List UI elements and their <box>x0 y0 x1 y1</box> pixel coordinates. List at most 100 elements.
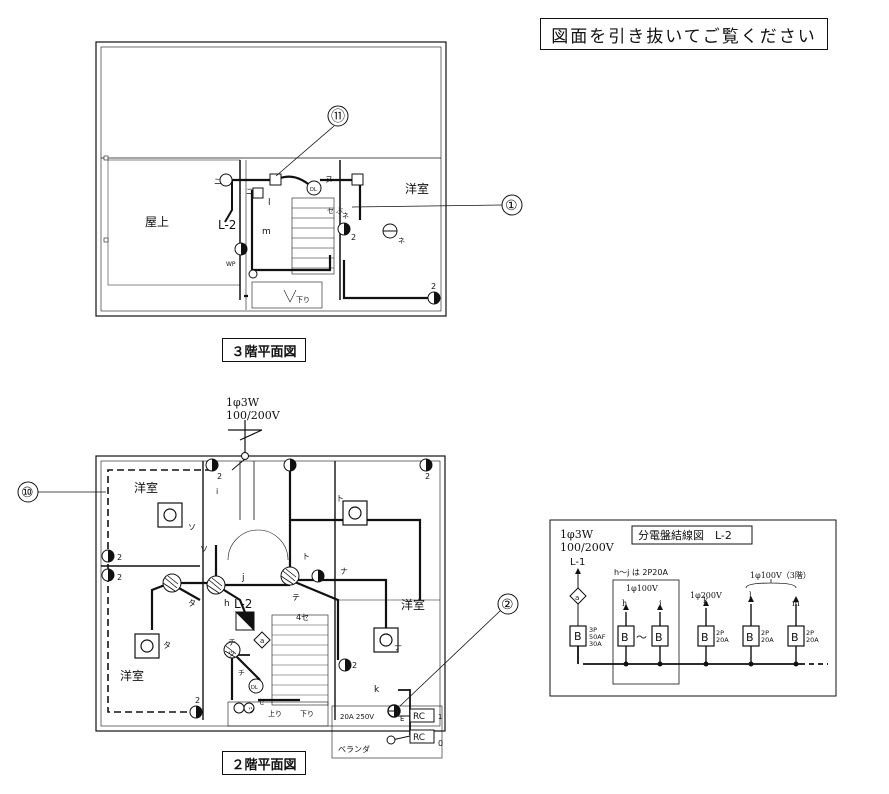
branch-m-breaker-label: B <box>791 631 799 644</box>
receptacle-ne-fill <box>426 459 432 471</box>
balcony-light-icon <box>386 735 396 745</box>
balcony-label: ベランダ <box>338 744 370 754</box>
floor3-label-2a: 2 <box>351 233 356 242</box>
floor3-outlet-ni-icon <box>219 173 233 187</box>
receptacle-c-fill <box>318 570 324 582</box>
branch-l-spec2: 20A <box>761 636 774 644</box>
floor3-label-ni2: ニ <box>246 187 254 196</box>
branch-l-spec1: 2P <box>761 629 769 637</box>
callout-11-circle <box>327 105 349 127</box>
panel-supply-1: 1φ3W <box>560 528 594 541</box>
floor2-wiring <box>150 470 422 702</box>
room-nw-label: 洋室 <box>134 480 158 495</box>
label-2-2: 2 <box>117 553 122 562</box>
pendant-to-icon <box>348 506 362 520</box>
panel-supply-2: 100/200V <box>560 541 615 554</box>
floor2-balcony <box>331 705 443 759</box>
panel-wiring-diagram <box>549 519 837 697</box>
stair-up-label: 上り <box>268 709 282 718</box>
branch-arrows <box>623 596 799 610</box>
branch-m-spec1: 2P <box>806 629 814 637</box>
floor3-downlight-icon <box>306 180 322 196</box>
floor2-downlight-icon <box>248 678 264 694</box>
label-chi: チ <box>228 638 236 647</box>
panel-diagram-frame <box>549 519 837 697</box>
branch-k-label: k <box>703 596 708 605</box>
pendant-na-icon <box>379 633 393 647</box>
source-arrow-icon <box>575 568 581 574</box>
branch-j-breaker-label: B <box>655 631 663 644</box>
floor3-junction-box-1 <box>269 173 282 186</box>
label-ta: タ <box>188 599 196 608</box>
label-se: セ <box>258 698 265 706</box>
notice-banner: 図面を引き抜いてご覧ください <box>540 18 828 50</box>
label-tsu: ツ <box>228 650 235 658</box>
branch-j-breaker <box>651 625 669 647</box>
floor3-label-m: m <box>262 227 271 237</box>
branch-breakers <box>617 604 805 664</box>
label-chi2: チ <box>238 669 245 677</box>
label-na2: ナ <box>394 643 402 652</box>
floor3-landing <box>251 281 323 309</box>
label-2-4: 2 <box>425 472 430 481</box>
panel-source-mark: a <box>575 594 579 602</box>
panel-group-3f: 1φ100V（3階） <box>750 570 811 580</box>
rooftop-label: 屋上 <box>145 215 169 229</box>
branch-h-breaker-label: B <box>621 631 629 644</box>
floor2-stair <box>271 614 329 706</box>
label-2-6: 2 <box>195 696 200 705</box>
floor3-label-ni: ニ <box>214 177 222 186</box>
pendant-to-box <box>342 500 368 526</box>
floor3-down-arrow <box>283 289 297 303</box>
receptacle-spec-label: 20A 250V <box>340 713 374 721</box>
floor3-junction-box-3 <box>252 187 264 199</box>
rc1-label: RC <box>413 712 425 722</box>
label-k: k <box>374 685 380 695</box>
floor2-door-arc <box>227 529 289 561</box>
group-3f-brace <box>745 579 797 589</box>
floor2-text: 1φ3W 100/200V ⑩ ② 洋室 洋室 洋室 L-2 ベランダ 20A … <box>21 396 514 754</box>
floor2-receptacles <box>101 458 433 719</box>
branch-k-breaker <box>697 625 715 647</box>
floor2-dashed-circuit <box>107 469 212 713</box>
floor3-receptacle-1-fill <box>344 223 350 235</box>
receptacle-n1-fill <box>290 459 296 471</box>
floor2-outer-wall <box>95 455 446 732</box>
receptacle-i-fill <box>212 459 218 471</box>
pendant-ta-icon <box>140 639 154 653</box>
callout-2-text: ② <box>501 597 514 613</box>
label-so2: ソ <box>200 545 208 554</box>
label-2-1: 2 <box>217 472 222 481</box>
pendant-so-icon <box>163 508 177 522</box>
label-h: h <box>224 599 230 609</box>
panel-l2-icon <box>234 611 255 632</box>
light-h-hatch <box>206 577 223 594</box>
rc2-sub: 0 <box>438 739 443 748</box>
floor3-caption-text: ３階平面図 <box>231 344 297 360</box>
branch-l-label: l <box>749 591 752 600</box>
branch-l-breaker <box>742 625 760 647</box>
floor3-room-label: 洋室 <box>405 181 429 196</box>
callout-11-text: ⑪ <box>331 109 345 125</box>
floor3-stair-treads <box>292 207 334 269</box>
rc2-label: RC <box>413 733 425 743</box>
label-e: E <box>400 715 404 723</box>
branch-m-label: m <box>792 599 800 608</box>
branch-k-breaker-label: B <box>701 631 709 644</box>
floor3-inner-wall <box>100 46 442 312</box>
pendant-ta-box <box>134 633 160 659</box>
label-to2: ト <box>302 552 310 561</box>
floor3-column-1 <box>103 155 109 161</box>
label-dl: DL <box>251 685 258 691</box>
floor2-caption: ２階平面図 <box>222 751 306 775</box>
notice-text: 図面を引き抜いてご覧ください <box>551 26 817 47</box>
floor3-label-l: l <box>268 198 271 208</box>
floor3-label-se: セ <box>327 207 334 215</box>
label-a: a <box>260 637 264 645</box>
floor3-wp-receptacle-fill <box>241 243 247 255</box>
floor3-stair-down-label: 下り <box>296 296 310 304</box>
floor3-switch-icon <box>248 269 258 279</box>
floor2-stair-treads <box>272 624 328 696</box>
floor2-service-entrance-icon <box>241 452 249 460</box>
label-2-5: 2 <box>352 661 357 670</box>
